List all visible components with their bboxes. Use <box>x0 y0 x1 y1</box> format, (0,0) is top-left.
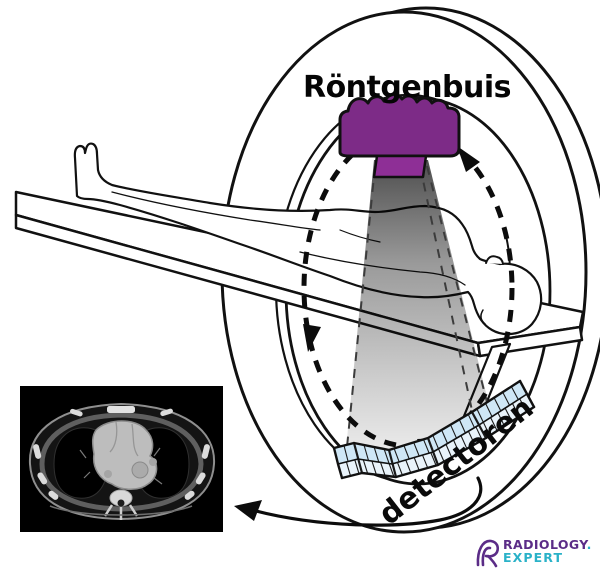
collimator-block <box>372 154 428 179</box>
ct-ribs <box>33 408 210 500</box>
detector-endcap-left <box>332 446 344 480</box>
ct-lung-vessels <box>79 447 163 485</box>
beam-fan <box>346 160 494 457</box>
ct-vessel-left <box>104 470 112 478</box>
ct-vessel-right <box>149 458 157 466</box>
ct-chest-wall <box>39 412 204 512</box>
ct-spinal-canal <box>117 499 125 507</box>
logo-brand-text: RADIOLOGY. <box>503 537 592 552</box>
radiology-expert-logo: RADIOLOGY. EXPERT <box>476 537 592 568</box>
rotation-arrow-top-icon <box>457 146 480 172</box>
ct-arrow <box>234 476 483 527</box>
logo-r-icon <box>476 539 500 568</box>
patient-ear-line <box>480 309 486 325</box>
detector-segment-ticks <box>343 386 528 479</box>
ct-sternum <box>107 406 135 413</box>
detector-endcap-right <box>518 379 536 409</box>
beam-edge-left-dashed <box>346 165 376 448</box>
detector-mid-edge <box>337 393 528 465</box>
patient-second-leg-line <box>111 191 321 231</box>
rotation-arrow-left-icon <box>303 324 321 352</box>
xray-beam <box>346 160 494 457</box>
ct-arrow-curve <box>250 476 483 527</box>
detector-outline-bottom <box>340 405 536 480</box>
ct-heart <box>91 420 158 490</box>
xray-tube-label: Röntgenbuis <box>303 70 511 105</box>
logo-brand-word: RADIOLOGY <box>503 537 589 552</box>
ct-aorta <box>131 461 149 479</box>
detector-outline-top <box>332 379 522 452</box>
ct-heart-detail-lines <box>109 421 139 457</box>
xray-tube <box>338 93 461 179</box>
detector-array <box>332 379 536 480</box>
xray-tube-body <box>338 93 461 158</box>
logo-brand-period: . <box>587 537 592 552</box>
ct-posterior-line <box>49 505 193 516</box>
ct-arrowhead-icon <box>234 500 262 521</box>
logo-sub-brand-text: EXPERT <box>503 550 563 565</box>
patient-nose-bump <box>485 255 504 265</box>
ct-scan-thumbnail <box>20 386 223 532</box>
